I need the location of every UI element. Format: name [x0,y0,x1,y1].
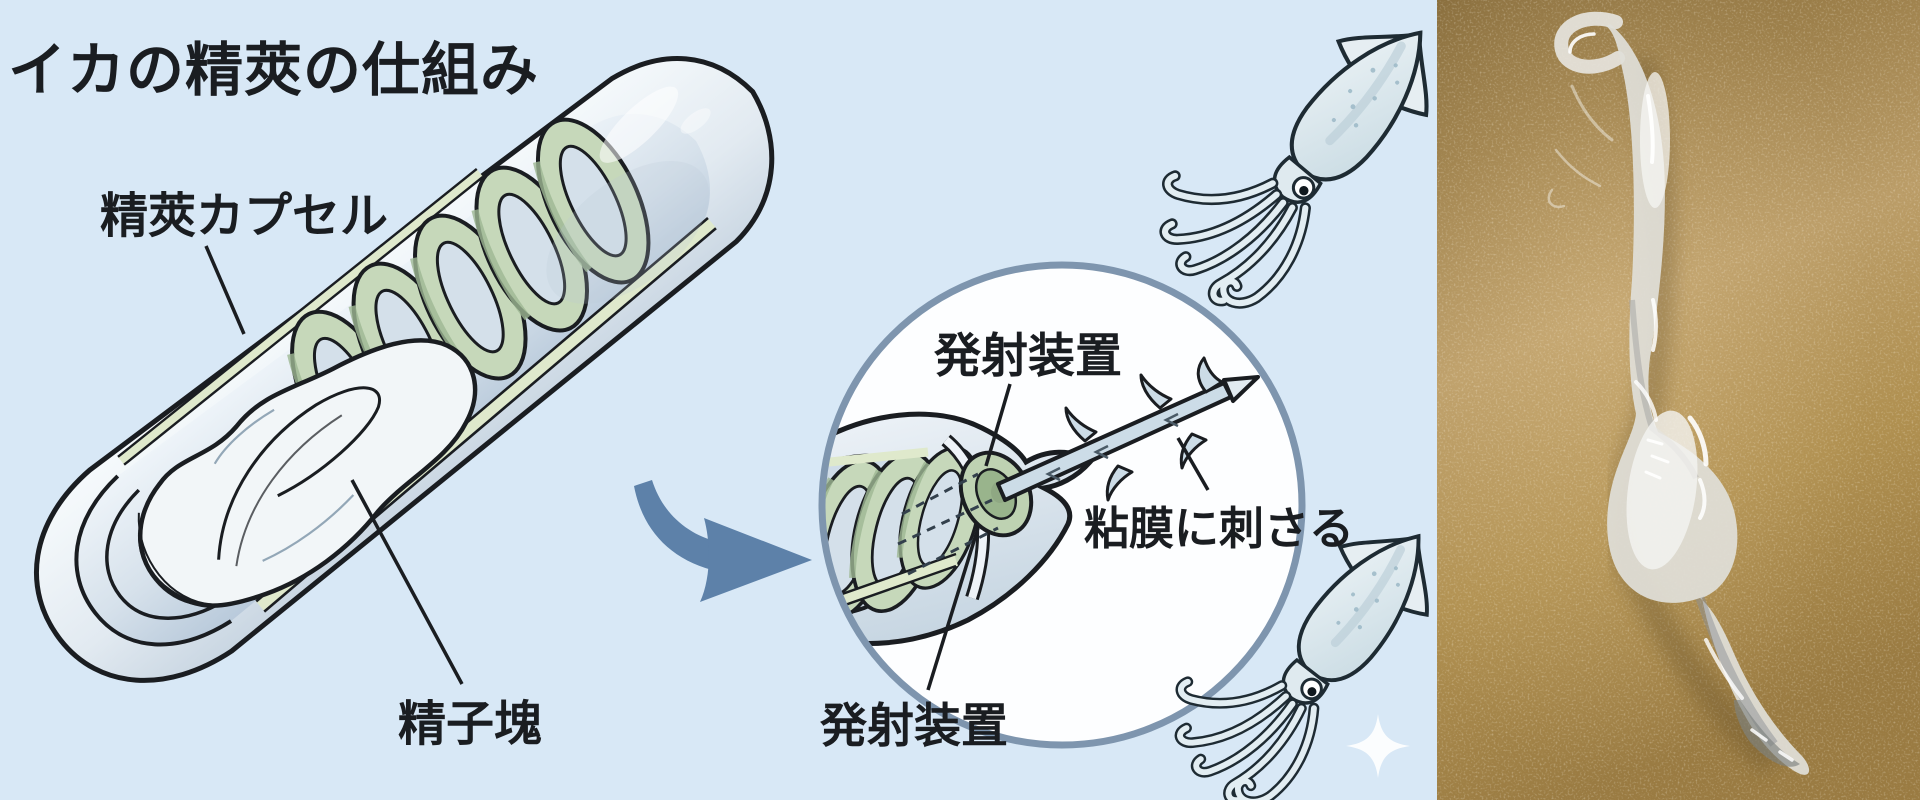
dart-tip [1222,375,1260,403]
tail-shading [1695,596,1778,747]
mucosa-label: 粘膜に刺さる [1084,503,1354,554]
page-title: イカの精莢の仕組み [8,38,539,103]
magnify-arrow-icon [634,480,812,602]
launcher-top-leader-line [984,383,1012,467]
sparkle-icon [1346,714,1410,778]
strand-dark-tip [1734,700,1800,767]
dart-barbs [1064,356,1224,502]
skin-grain-dark [1437,0,1920,800]
launcher-bottom-leader-line [926,527,980,691]
ejected-dart [991,356,1260,503]
interior-shadow [546,160,710,304]
internal-tube-dashed-lines [897,472,999,576]
launcher-label-bottom: 発射装置 [820,699,1008,752]
strand-core-top [1640,72,1670,208]
sperm-mass-label: 精子塊 [398,698,542,751]
strand-highlights [1568,32,1794,762]
spermatophore-photo-strand [1547,11,1810,775]
capsule-leader-line [204,245,246,335]
nose-highlight-small [680,108,711,134]
capsule-label: 精莢カプセル [100,190,388,243]
strand-body [1606,24,1810,775]
slime-wisps [1547,84,1614,209]
mucosa-leader-line [1176,437,1210,491]
spermatophore-capsule-illustration [33,56,775,683]
sperm-mass-leader-line [350,479,464,685]
inset-circle-border [818,261,1306,749]
sperm-mass [137,338,478,608]
launcher-label-top: 発射装置 [934,329,1122,382]
strand-core-blob [1626,410,1698,570]
strand-hook [1554,11,1625,74]
open-end-ring-inner [105,488,226,620]
dart-chevron-marks [1045,412,1179,482]
photo-panel [1437,0,1920,800]
open-end-ring-outer [74,474,233,647]
nose-highlight [599,86,679,163]
